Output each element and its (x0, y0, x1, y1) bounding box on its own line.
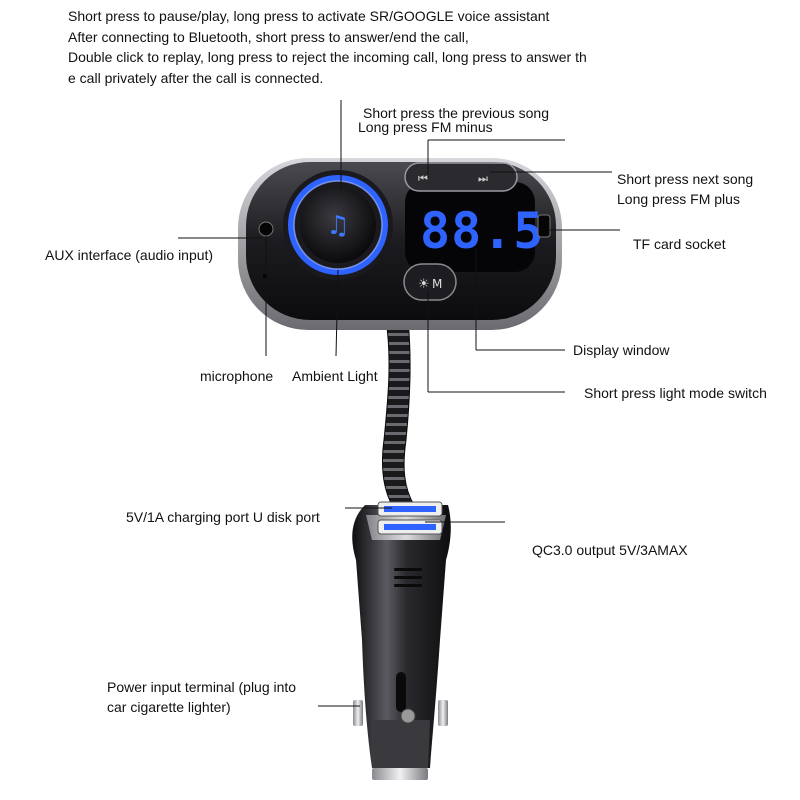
label-next-song: Short press next song (617, 171, 754, 187)
car-plug (352, 501, 451, 780)
label-light-mode-switch: Short press light mode switch (584, 385, 767, 401)
light-mode-button[interactable] (403, 263, 457, 301)
phone-music-icon: ♫ (326, 211, 349, 241)
mode-button-label: M (432, 277, 442, 291)
label-ambient-light: Ambient Light (292, 368, 378, 384)
leader-lines (178, 100, 620, 707)
instruction-line-1: Short press to pause/play, long press to… (68, 8, 550, 24)
display-value: 88.5 (420, 202, 544, 260)
label-aux-interface: AUX interface (audio input) (45, 247, 214, 263)
aux-port (258, 221, 274, 237)
label-previous-song: Short press the previous song (363, 105, 549, 121)
power-contact (400, 708, 416, 724)
instruction-line-4: e call privately after the call is conne… (68, 69, 324, 86)
display-window (405, 182, 535, 272)
label-fm-plus: Long press FM plus (617, 191, 740, 207)
instruction-line-3: Double click to replay, long press to re… (68, 49, 587, 65)
label-power-input-line-2: car cigarette lighter) (107, 699, 231, 715)
previous-track-icon[interactable]: ⏮ (418, 172, 428, 185)
instruction-line-2: After connecting to Bluetooth, short pre… (68, 28, 469, 45)
label-microphone: microphone (200, 368, 274, 384)
light-bulb-icon: ☀ (418, 277, 430, 292)
next-track-icon[interactable]: ⏭ (478, 172, 488, 185)
gooseneck (381, 319, 415, 506)
tf-card-slot (537, 214, 551, 238)
label-display-window: Display window (573, 342, 670, 358)
label-tf-card-socket: TF card socket (633, 236, 726, 252)
play-pause-knob[interactable] (300, 187, 376, 263)
instructions-text: Short press to pause/play, long press to… (68, 6, 587, 88)
head-unit: 88.5 ⏮ ⏭ ♫ ☀ M (238, 158, 562, 330)
track-rocker[interactable] (404, 162, 518, 192)
label-power-input-line-1: Power input terminal (plug into (107, 679, 297, 695)
label-qc-output: QC3.0 output 5V/3AMAX (532, 542, 688, 558)
label-usb-charging-port: 5V/1A charging port U disk port (126, 509, 320, 525)
label-fm-minus: Long press FM minus (358, 119, 493, 135)
